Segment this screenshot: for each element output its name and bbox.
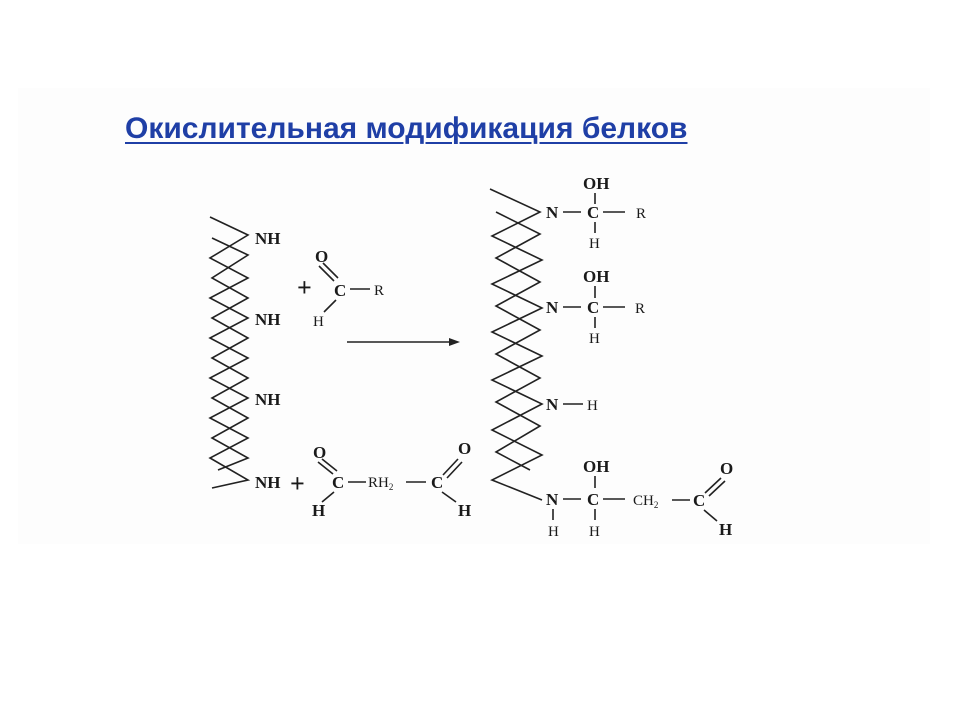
dialdehyde-molecule: O C H RH2 C O H bbox=[312, 439, 471, 520]
dialdehyde-carbon-2: C bbox=[431, 473, 443, 492]
reactant-protein-chain: NH NH NH NH bbox=[208, 216, 281, 492]
adduct1-carbon: C bbox=[587, 203, 599, 222]
adduct2-hydrogen: H bbox=[589, 331, 600, 347]
amino-group-2: NH bbox=[255, 310, 281, 329]
adduct3-carbon-hydrogen: H bbox=[589, 524, 600, 540]
product-adduct-2: OH N C R H bbox=[546, 267, 645, 347]
amino-group-4: NH bbox=[255, 473, 281, 492]
aldehyde-oxygen: O bbox=[315, 247, 328, 266]
slide-panel bbox=[18, 88, 930, 544]
adduct3-aldehyde-hydrogen: H bbox=[719, 520, 732, 539]
adduct1-nitrogen: N bbox=[546, 203, 559, 222]
dialdehyde-oxygen-1: O bbox=[313, 443, 326, 462]
product-backbone-left-zigzag bbox=[489, 188, 544, 501]
dialdehyde-hydrogen-2: H bbox=[458, 501, 471, 520]
dialdehyde-oxygen-2: O bbox=[458, 439, 471, 458]
slide-title: Окислительная модификация белков bbox=[125, 112, 688, 145]
plus-sign-1: + bbox=[297, 273, 312, 302]
adduct3-aldehyde-carbon: C bbox=[693, 491, 705, 510]
dialdehyde-hydrogen-1: H bbox=[312, 501, 325, 520]
adduct1-radical: R bbox=[636, 206, 646, 222]
free-amine-nitrogen: N bbox=[546, 395, 559, 414]
adduct2-carbon: C bbox=[587, 298, 599, 317]
adduct3-nitrogen-hydrogen: H bbox=[548, 524, 559, 540]
aldehyde-molecule: O C R H bbox=[313, 247, 384, 330]
aldehyde-hydrogen: H bbox=[313, 314, 324, 330]
adduct3-aldehyde-oxygen: O bbox=[720, 459, 733, 478]
amino-group-3: NH bbox=[255, 390, 281, 409]
aldehyde-radical: R bbox=[374, 283, 384, 299]
aldehyde-carbon: C bbox=[334, 281, 346, 300]
protein-backbone-right-zigzag bbox=[210, 237, 250, 471]
product-protein-chain bbox=[489, 188, 544, 501]
product-adduct-3: OH N C H H CH2 C O H bbox=[546, 457, 733, 540]
adduct2-hydroxyl: OH bbox=[583, 267, 609, 286]
dialdehyde-bridge: RH2 bbox=[368, 475, 393, 492]
dialdehyde-carbon-1: C bbox=[332, 473, 344, 492]
free-amine-hydrogen: H bbox=[587, 398, 598, 414]
product-backbone-right-zigzag bbox=[494, 211, 542, 471]
adduct3-carbon: C bbox=[587, 490, 599, 509]
protein-backbone-left-zigzag bbox=[208, 216, 251, 489]
reaction-arrow-icon bbox=[347, 338, 460, 346]
product-adduct-1: OH N C R H bbox=[546, 174, 646, 252]
adduct1-hydroxyl: OH bbox=[583, 174, 609, 193]
adduct2-radical: R bbox=[635, 301, 645, 317]
adduct3-methylene: CH2 bbox=[633, 493, 658, 510]
plus-sign-2: + bbox=[290, 469, 305, 498]
amino-group-1: NH bbox=[255, 229, 281, 248]
product-free-amine: N H bbox=[546, 395, 598, 414]
adduct3-nitrogen: N bbox=[546, 490, 559, 509]
adduct2-nitrogen: N bbox=[546, 298, 559, 317]
adduct3-hydroxyl: OH bbox=[583, 457, 609, 476]
adduct1-hydrogen: H bbox=[589, 236, 600, 252]
